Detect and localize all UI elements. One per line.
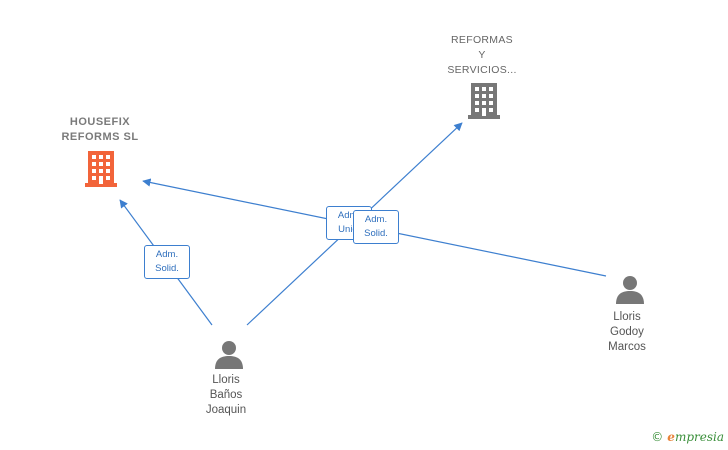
copyright-symbol: © [651,430,664,444]
brand-name: mpresia [674,430,724,444]
person-icon[interactable] [214,339,244,369]
edge-label-adm-solid[interactable]: Adm. Solid. [353,210,399,244]
company-label-reformas[interactable]: REFORMAS Y SERVICIOS... [447,34,517,76]
building-icon[interactable] [85,151,117,187]
company-label-housefix[interactable]: HOUSEFIX REFORMS SL [61,116,139,143]
building-icon[interactable] [468,83,500,119]
person-label-lloris-godoy[interactable]: Lloris Godoy Marcos [608,311,646,353]
brand-initial: e [667,430,675,444]
empresia-watermark: ©empresia [651,430,724,444]
person-label-lloris-banos[interactable]: Lloris Baños Joaquin [205,374,247,416]
edge-label-adm-solid[interactable]: Adm. Solid. [144,245,190,279]
person-icon[interactable] [615,274,645,304]
